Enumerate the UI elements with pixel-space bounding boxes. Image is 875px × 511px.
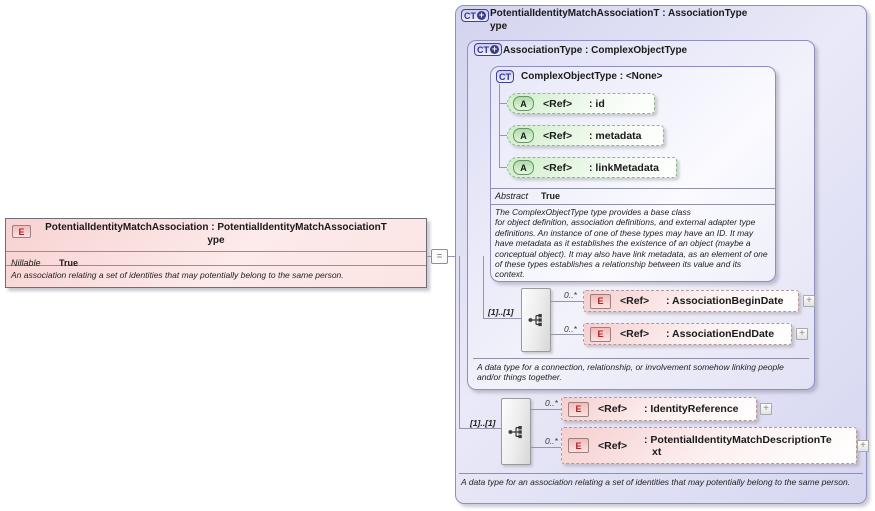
abstract-label: Abstract — [495, 191, 529, 201]
sequence-branch-line — [551, 301, 583, 302]
sequence-icon[interactable] — [521, 288, 551, 352]
complex-type-badge: CT+ — [461, 9, 489, 22]
element-badge: E — [590, 293, 611, 309]
element-name: : AssociationBeginDate — [666, 295, 784, 307]
element-description: An association relating a set of identit… — [11, 270, 344, 280]
plus-icon: + — [477, 10, 486, 20]
element-title-line1: PotentialIdentityMatchAssociation : Pote… — [45, 222, 387, 233]
attribute-tree-line — [499, 135, 507, 136]
sequence-branch-line — [459, 256, 460, 428]
occurs-label: 0..* — [564, 290, 577, 300]
nillable-facet-row: Nillable True — [6, 251, 426, 268]
element-ref-potential-identity-match-description-text[interactable]: E <Ref> : PotentialIdentityMatchDescript… — [561, 427, 857, 464]
facet-separator — [491, 188, 775, 189]
element-badge: E — [568, 401, 589, 417]
element-name-line1: : PotentialIdentityMatchDescriptionTe — [644, 433, 832, 446]
cardinality-label: [1]..[1] — [488, 307, 514, 317]
attribute-name: : metadata — [589, 129, 642, 142]
association-type-description: A data type for a connection, relationsh… — [477, 362, 784, 383]
connector-line — [427, 256, 431, 257]
ref-label: <Ref> — [598, 439, 628, 452]
description-separator — [459, 473, 863, 474]
type-link-connector[interactable]: = — [431, 249, 448, 264]
complex-type-badge: CT — [496, 70, 514, 83]
attribute-ref-id[interactable]: A <Ref> : id — [507, 93, 655, 114]
element-title-line2: ype — [207, 235, 225, 246]
attribute-ref-metadata[interactable]: A <Ref> : metadata — [507, 125, 664, 146]
complex-type-badge: CT+ — [474, 43, 502, 56]
element-name-line2: xt — [652, 445, 662, 458]
ref-label: <Ref> — [598, 403, 628, 415]
element-name: : AssociationEndDate — [666, 328, 775, 340]
association-type-title: AssociationType : ComplexObjectType — [503, 45, 688, 56]
attribute-ref-link-metadata[interactable]: A <Ref> : linkMetadata — [507, 157, 677, 178]
sequence-icon[interactable] — [501, 398, 531, 465]
outer-type-title-line2: ype — [490, 21, 508, 32]
ref-label: <Ref> — [543, 97, 573, 110]
abstract-value: True — [541, 191, 561, 201]
occurs-label: 0..* — [545, 436, 558, 446]
sequence-glyph — [508, 425, 522, 438]
sequence-branch-line — [483, 318, 521, 319]
facet-separator — [491, 204, 775, 205]
element-node-potential-identity-match-association[interactable]: E PotentialIdentityMatchAssociation : Po… — [5, 218, 427, 288]
nillable-label: Nillable — [11, 258, 41, 268]
attribute-badge: A — [513, 96, 534, 111]
expand-button[interactable]: + — [796, 328, 808, 340]
outer-type-title-line1: PotentialIdentityMatchAssociationT : Ass… — [490, 8, 748, 19]
attribute-badge: A — [513, 160, 534, 175]
expand-button[interactable]: + — [760, 403, 772, 415]
ct-badge-label: CT — [499, 71, 511, 82]
element-badge: E — [568, 438, 589, 453]
occurs-label: 0..* — [564, 324, 577, 334]
ct-badge-label: CT — [464, 10, 476, 21]
sequence-glyph — [528, 314, 542, 327]
plus-icon: + — [490, 44, 499, 54]
ref-label: <Ref> — [620, 295, 650, 307]
description-separator — [473, 358, 809, 359]
complex-object-type-title: ComplexObjectType : <None> — [521, 71, 663, 82]
sequence-branch-line — [551, 334, 583, 335]
attribute-name: : id — [589, 97, 605, 110]
attribute-tree-line — [499, 84, 500, 168]
attribute-tree-line — [499, 167, 507, 168]
element-node-header: E PotentialIdentityMatchAssociation : Po… — [6, 219, 426, 251]
expand-button[interactable]: + — [857, 440, 869, 452]
cardinality-label: [1]..[1] — [470, 418, 496, 428]
element-ref-association-begin-date[interactable]: E <Ref> : AssociationBeginDate — [583, 290, 799, 312]
sequence-branch-line — [531, 447, 561, 448]
ct-badge-label: CT — [477, 44, 489, 55]
sequence-branch-line — [483, 256, 484, 318]
outer-type-description: A data type for an association relating … — [461, 477, 851, 487]
element-badge: E — [590, 326, 611, 342]
occurs-label: 0..* — [545, 398, 558, 408]
ref-label: <Ref> — [543, 161, 573, 174]
sequence-branch-line — [459, 428, 501, 429]
expand-button[interactable]: + — [803, 295, 815, 307]
ref-label: <Ref> — [543, 129, 573, 142]
complex-object-type-description: The ComplexObjectType type provides a ba… — [495, 207, 768, 280]
element-ref-association-end-date[interactable]: E <Ref> : AssociationEndDate — [583, 323, 792, 345]
nillable-value: True — [58, 258, 78, 268]
element-ref-identity-reference[interactable]: E <Ref> : IdentityReference — [561, 397, 757, 421]
attribute-tree-line — [499, 103, 507, 104]
sequence-branch-line — [531, 409, 561, 410]
attribute-name: : linkMetadata — [589, 161, 660, 174]
element-name: : IdentityReference — [644, 403, 739, 415]
element-badge: E — [12, 225, 31, 238]
ref-label: <Ref> — [620, 328, 650, 340]
attribute-badge: A — [513, 128, 534, 143]
